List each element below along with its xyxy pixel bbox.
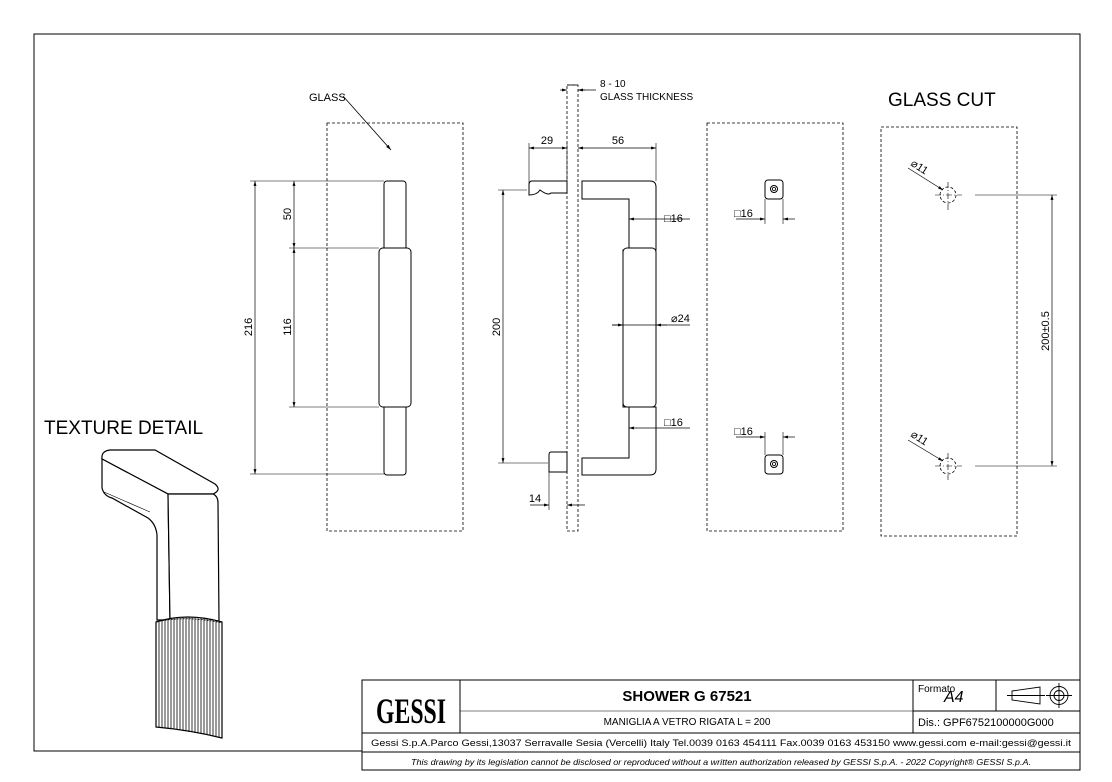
dim-bar-square-top: □16 (664, 213, 683, 225)
base-plate-top (764, 179, 784, 200)
projection-symbol-icon (1007, 683, 1072, 708)
base-view: □16 □16 (706, 122, 844, 532)
dim-projection: 56 (612, 135, 624, 147)
handle-side-top-knob (528, 180, 568, 196)
company-address: Gessi S.p.A.Parco Gessi,13037 Serravalle… (371, 738, 1072, 748)
product-description: MANIGLIA A VETRO RIGATA L = 200 (604, 717, 771, 728)
dim-grip-length: 116 (282, 318, 294, 336)
dim-end-length: 50 (282, 208, 294, 220)
texture-handle-top-face (101, 449, 219, 495)
handle-side-grip (622, 247, 657, 408)
dim-hole-bottom: ⌀11 (908, 428, 930, 448)
glass-section (566, 84, 579, 532)
glass-cut-view: GLASS CUT ⌀11 ⌀11 200±0.5 (880, 90, 1057, 537)
dim-base-square-bottom: □16 (734, 426, 753, 438)
texture-detail-title: TEXTURE DETAIL (44, 418, 203, 439)
dim-center-distance: 200 (491, 318, 503, 336)
glass-panel-front (326, 122, 464, 532)
dim-base-square-top: □16 (734, 208, 753, 220)
dim-hole-distance: 200±0.5 (1040, 311, 1052, 351)
dim-grip-diameter: ⌀24 (671, 313, 690, 325)
glass-thickness-label: GLASS THICKNESS (600, 92, 694, 103)
glass-leader (342, 95, 392, 151)
product-title: SHOWER G 67521 (622, 688, 751, 705)
copyright-disclaimer: This drawing by its legislation cannot b… (411, 757, 1031, 767)
glass-panel-cut (880, 126, 1018, 537)
base-plate-bottom (764, 454, 784, 475)
side-view: 8 - 10 GLASS THICKNESS 29 56 200 □16 ⌀24 (491, 79, 694, 532)
glass-thickness-value: 8 - 10 (600, 79, 626, 90)
format-value: A4 (943, 689, 964, 706)
dim-hole-top: ⌀11 (908, 157, 930, 177)
glass-panel-base (706, 122, 844, 532)
dim-offset-bottom: 14 (529, 493, 541, 505)
front-view: GLASS 216 50 116 (243, 92, 464, 532)
dim-offset-top: 29 (541, 135, 553, 147)
dim-bar-square-bottom: □16 (664, 417, 683, 429)
handle-front-grip (378, 247, 412, 408)
texture-handle-left-face (101, 458, 171, 621)
texture-handle-front-face (167, 493, 220, 622)
drawing-number: Dis.: GPF6752100000G000 (918, 717, 1054, 729)
glass-label: GLASS (309, 92, 346, 104)
handle-side-bottom-knob (548, 451, 568, 473)
dim-overall-length: 216 (243, 318, 255, 336)
texture-detail: TEXTURE DETAIL (44, 418, 223, 739)
format-label: Formato (918, 684, 956, 695)
title-block: GESSI SHOWER G 67521 MANIGLIA A VETRO RI… (361, 679, 1081, 771)
glass-cut-title: GLASS CUT (888, 90, 996, 111)
gessi-logo: GESSI (376, 691, 446, 731)
